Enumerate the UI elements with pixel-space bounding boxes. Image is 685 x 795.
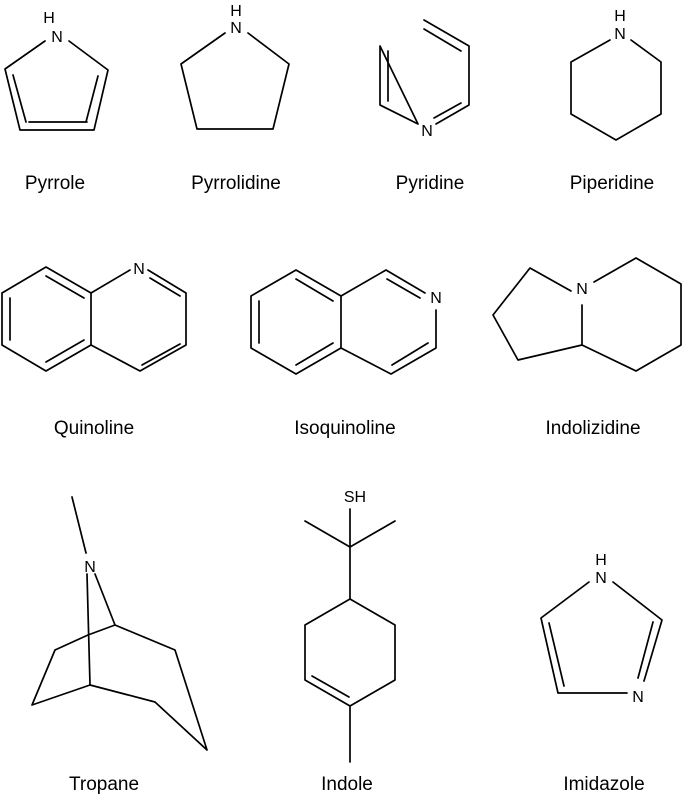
quinoline-n-label: N [133,261,145,278]
imidazole-n3-label: N [632,689,644,706]
isoquinoline-n-label: N [430,290,442,307]
indole-structure: SH Indole [304,489,396,795]
tropane-label: Tropane [69,774,139,795]
imidazole-structure: H N N Imidazole [540,552,663,795]
isoquinoline-structure: N Isoquinoline [250,269,442,439]
tropane-rings [31,624,208,751]
piperidine-n-label: N [614,26,626,43]
indole-label: Indole [321,774,373,795]
isoquinoline-benzo-ring [250,269,342,375]
indole-ring [304,598,396,763]
quinoline-structure: N Quinoline [1,261,187,439]
piperidine-ring [570,39,662,141]
tropane-bridge-bonds [86,573,116,686]
imidazole-label: Imidazole [563,774,644,795]
indole-double-bond [311,675,350,698]
quinoline-pyridine-ring [90,269,187,372]
pyrrole-ring [4,40,109,131]
pyridine-n-label: N [421,123,433,140]
pyrrolidine-structure: H N Pyrrolidine [180,3,290,194]
isoquinoline-double-bonds [258,278,429,366]
piperidine-h-label: H [614,8,626,25]
quinoline-label: Quinoline [54,418,134,439]
pyrrole-double-bonds [12,74,99,123]
indolizidine-n-label: N [576,281,588,298]
pyrrole-label: Pyrrole [25,173,85,194]
imidazole-h-label: H [595,552,607,569]
tropane-methyl-bond [71,496,87,554]
pyrrolidine-ring [180,32,290,130]
pyridine-ring [379,19,470,125]
imidazole-double-bonds [548,621,654,687]
pyridine-label: Pyridine [396,173,465,194]
indole-sh-label: SH [344,489,366,506]
pyrrolidine-label: Pyrrolidine [191,173,281,194]
pyrrolidine-h-label: H [230,3,242,20]
pyrrolidine-n-label: N [230,20,242,37]
imidazole-n1-label: N [595,570,607,587]
tropane-structure: N Tropane [31,496,208,795]
tropane-n-label: N [84,559,96,576]
pyridine-double-bonds [387,28,462,119]
quinoline-double-bonds [9,275,181,366]
pyrrole-n-label: N [51,29,63,46]
indolizidine-structure: N Indolizidine [492,257,682,439]
pyrrole-structure: H N Pyrrole [4,10,109,194]
isoquinoline-pyridine-ring [340,269,437,375]
indole-side-chain [304,508,396,600]
quinoline-benzo-ring [1,266,92,372]
imidazole-ring [540,581,663,694]
piperidine-structure: H N Piperidine [570,8,662,194]
pyrrole-h-label: H [43,10,55,27]
indolizidine-label: Indolizidine [545,418,640,439]
isoquinoline-label: Isoquinoline [294,418,395,439]
pyridine-structure: N Pyridine [379,19,470,194]
indolizidine-rings [492,257,682,372]
piperidine-label: Piperidine [570,173,655,194]
